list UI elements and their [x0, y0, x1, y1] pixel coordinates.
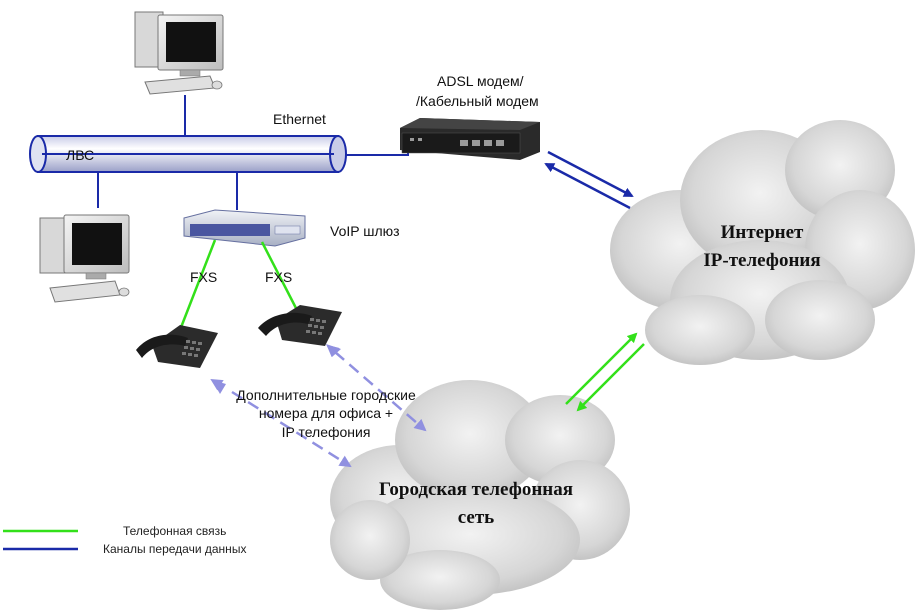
internet-cloud: Интернет IP-телефония — [610, 120, 915, 365]
computer-top — [134, 11, 224, 95]
internet-cloud-subtitle: IP-телефония — [703, 250, 820, 271]
modem-internet-arrows — [544, 150, 634, 210]
modem-label-line2: /Кабельный модем — [416, 93, 539, 109]
office-text-line2: номера для офиса + — [259, 405, 393, 421]
voip-gateway-label: VoIP шлюз — [330, 223, 400, 239]
lan-label: ЛВС — [66, 147, 94, 163]
city-cloud-subtitle: сеть — [458, 507, 494, 528]
internet-city-arrows — [565, 332, 645, 412]
lan-pipe: ЛВС — [29, 135, 347, 173]
phone-right — [258, 305, 342, 346]
voip-gateway — [183, 209, 306, 247]
legend-data-label: Каналы передачи данных — [103, 542, 246, 556]
modem-label-line1: ADSL модем/ — [437, 73, 524, 89]
phone-left — [136, 325, 218, 368]
internet-cloud-title: Интернет — [721, 222, 804, 243]
dashed-link-arrowheads — [212, 344, 341, 394]
adsl-modem — [400, 118, 540, 160]
fxs-right-label: FXS — [265, 269, 292, 285]
fxs-left-label: FXS — [190, 269, 217, 285]
fxs-lines — [178, 239, 300, 331]
ethernet-label: Ethernet — [273, 111, 326, 127]
city-network-cloud: Городская телефонная сеть — [330, 380, 630, 610]
legend: Телефонная связь Каналы передачи данных — [3, 524, 246, 556]
legend-phone-label: Телефонная связь — [123, 524, 226, 538]
office-text-line1: Дополнительные городские — [236, 387, 416, 403]
computer-left — [39, 214, 130, 303]
office-text-line3: IP телефония — [282, 424, 371, 440]
dashed-links — [210, 344, 427, 468]
city-cloud-title: Городская телефонная — [379, 479, 573, 500]
